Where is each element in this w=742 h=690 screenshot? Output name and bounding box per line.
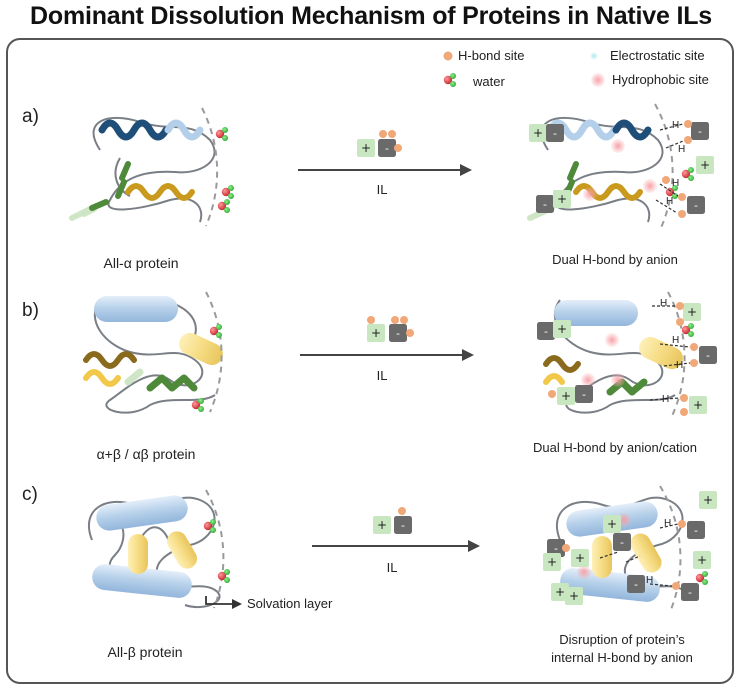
protein-label-c: All-β protein <box>107 644 183 660</box>
solvation-arc-c2 <box>659 485 682 613</box>
arrow-label-c: IL <box>386 560 398 575</box>
protein-label-b: α+β / αβ protein <box>96 446 196 462</box>
protein-label-a: All-α protein <box>103 255 179 271</box>
hydrophobic-site-icon <box>591 73 605 87</box>
result-label-c-line1: Disruption of protein’s <box>559 632 685 647</box>
result-label-a: Dual H-bond by anion <box>552 252 678 267</box>
water-molecule <box>221 185 234 199</box>
protein-alpha-beta <box>83 296 223 414</box>
figure-frame <box>6 38 734 684</box>
il-pair-a <box>357 130 402 157</box>
arrow-label-b: IL <box>376 368 388 383</box>
solvation-arc-b <box>205 291 223 413</box>
hbond-letter: H <box>666 196 673 207</box>
hbond-letter: H <box>664 518 671 529</box>
solvation-arc-a2 <box>654 103 674 231</box>
electrostatic-site-icon <box>590 52 598 60</box>
result-label-b: Dual H-bond by anion/cation <box>532 440 698 455</box>
result-label-c-line2: internal H-bond by anion <box>551 650 693 665</box>
hbond-letter: H <box>646 575 653 586</box>
complex-all-alpha <box>527 116 664 223</box>
solvation-arc-a <box>201 107 219 227</box>
protein-all-beta <box>87 495 221 609</box>
legend <box>443 51 605 87</box>
water-molecule <box>217 569 230 583</box>
solvation-pointer <box>205 596 232 605</box>
panel-label-c: c) <box>22 484 38 505</box>
panel-label-a: a) <box>22 106 39 127</box>
water-molecule <box>209 324 222 338</box>
hbond-letter: H <box>662 394 669 405</box>
hbond-letter: H <box>676 360 683 371</box>
hbond-letter: H <box>660 298 667 309</box>
ion-cluster-b <box>537 302 717 416</box>
ion-cluster-a <box>529 120 714 218</box>
solvation-layer-label: Solvation layer <box>247 596 333 611</box>
water-icon <box>443 73 456 87</box>
complex-alpha-beta <box>543 299 683 414</box>
water-molecule <box>217 199 230 213</box>
legend-hbond-label: H-bond site <box>458 48 525 63</box>
il-pair-b <box>367 316 414 342</box>
legend-electrostatic-label: Electrostatic site <box>610 48 705 63</box>
legend-hydrophobic-label: Hydrophobic site <box>612 72 709 87</box>
panel-label-b: b) <box>22 300 39 321</box>
arrow-label-a: IL <box>376 182 388 197</box>
hbond-letter: H <box>672 120 679 131</box>
hbond-letter: H <box>672 335 679 346</box>
figure-title: Dominant Dissolution Mechanism of Protei… <box>30 2 712 30</box>
hbond-letter: H <box>678 144 685 155</box>
protein-all-alpha <box>69 116 216 223</box>
il-pair-c <box>373 507 412 534</box>
solvation-arc-c <box>205 489 225 609</box>
legend-water-label: water <box>473 74 505 89</box>
hbond-site-icon <box>443 51 453 61</box>
water-molecule <box>215 127 228 141</box>
hbond-letter: H <box>672 178 679 189</box>
